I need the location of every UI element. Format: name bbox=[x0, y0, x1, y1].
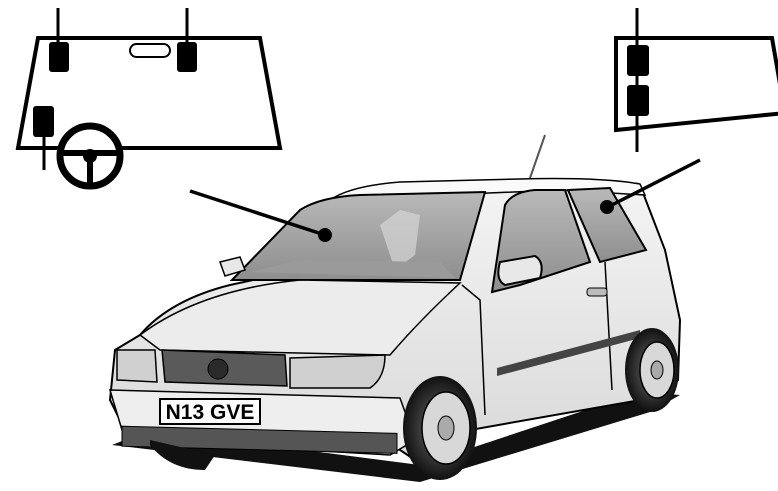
left-front-wheel bbox=[150, 440, 215, 470]
interior-seat bbox=[380, 210, 420, 270]
side-window-inset bbox=[614, 8, 778, 152]
sticker-lower-left bbox=[33, 106, 54, 137]
rear-side-window bbox=[566, 186, 648, 264]
side-window-callout-line bbox=[605, 158, 701, 210]
door-line bbox=[461, 261, 613, 416]
side-window-outline bbox=[614, 36, 778, 133]
sticker-side-lower bbox=[627, 85, 649, 116]
bonnet bbox=[138, 279, 462, 356]
windscreen-callout-dot bbox=[318, 228, 332, 242]
rear-view-mirror-mount bbox=[129, 43, 171, 58]
interior-dash bbox=[250, 260, 455, 278]
number-plate-text: N13 GVE bbox=[166, 401, 255, 424]
sticker-side-upper bbox=[627, 45, 649, 76]
aerial bbox=[529, 134, 546, 179]
steering-wheel-icon bbox=[56, 122, 124, 190]
number-plate bbox=[159, 398, 261, 425]
side-strip bbox=[497, 330, 640, 376]
rear-wheel bbox=[625, 328, 679, 412]
car-illustration: N13 GVE bbox=[108, 134, 682, 482]
front-windscreen-inset bbox=[15, 8, 283, 190]
windscreen-callout-line bbox=[189, 189, 329, 238]
door-handle bbox=[586, 287, 608, 297]
roof bbox=[328, 177, 647, 209]
lower-grille bbox=[121, 425, 398, 454]
wing-mirror bbox=[497, 254, 543, 287]
right-headlight bbox=[289, 354, 386, 389]
left-wing-mirror bbox=[219, 256, 246, 277]
sticker-parking-permit bbox=[177, 42, 197, 72]
front-wheel bbox=[403, 376, 477, 480]
sticker-tax-disc bbox=[49, 42, 69, 72]
badge-logo bbox=[207, 358, 229, 380]
left-headlight bbox=[116, 349, 158, 383]
side-window-callout-dot bbox=[600, 200, 614, 214]
car-shadow bbox=[112, 392, 680, 482]
car-windscreen bbox=[229, 190, 487, 281]
